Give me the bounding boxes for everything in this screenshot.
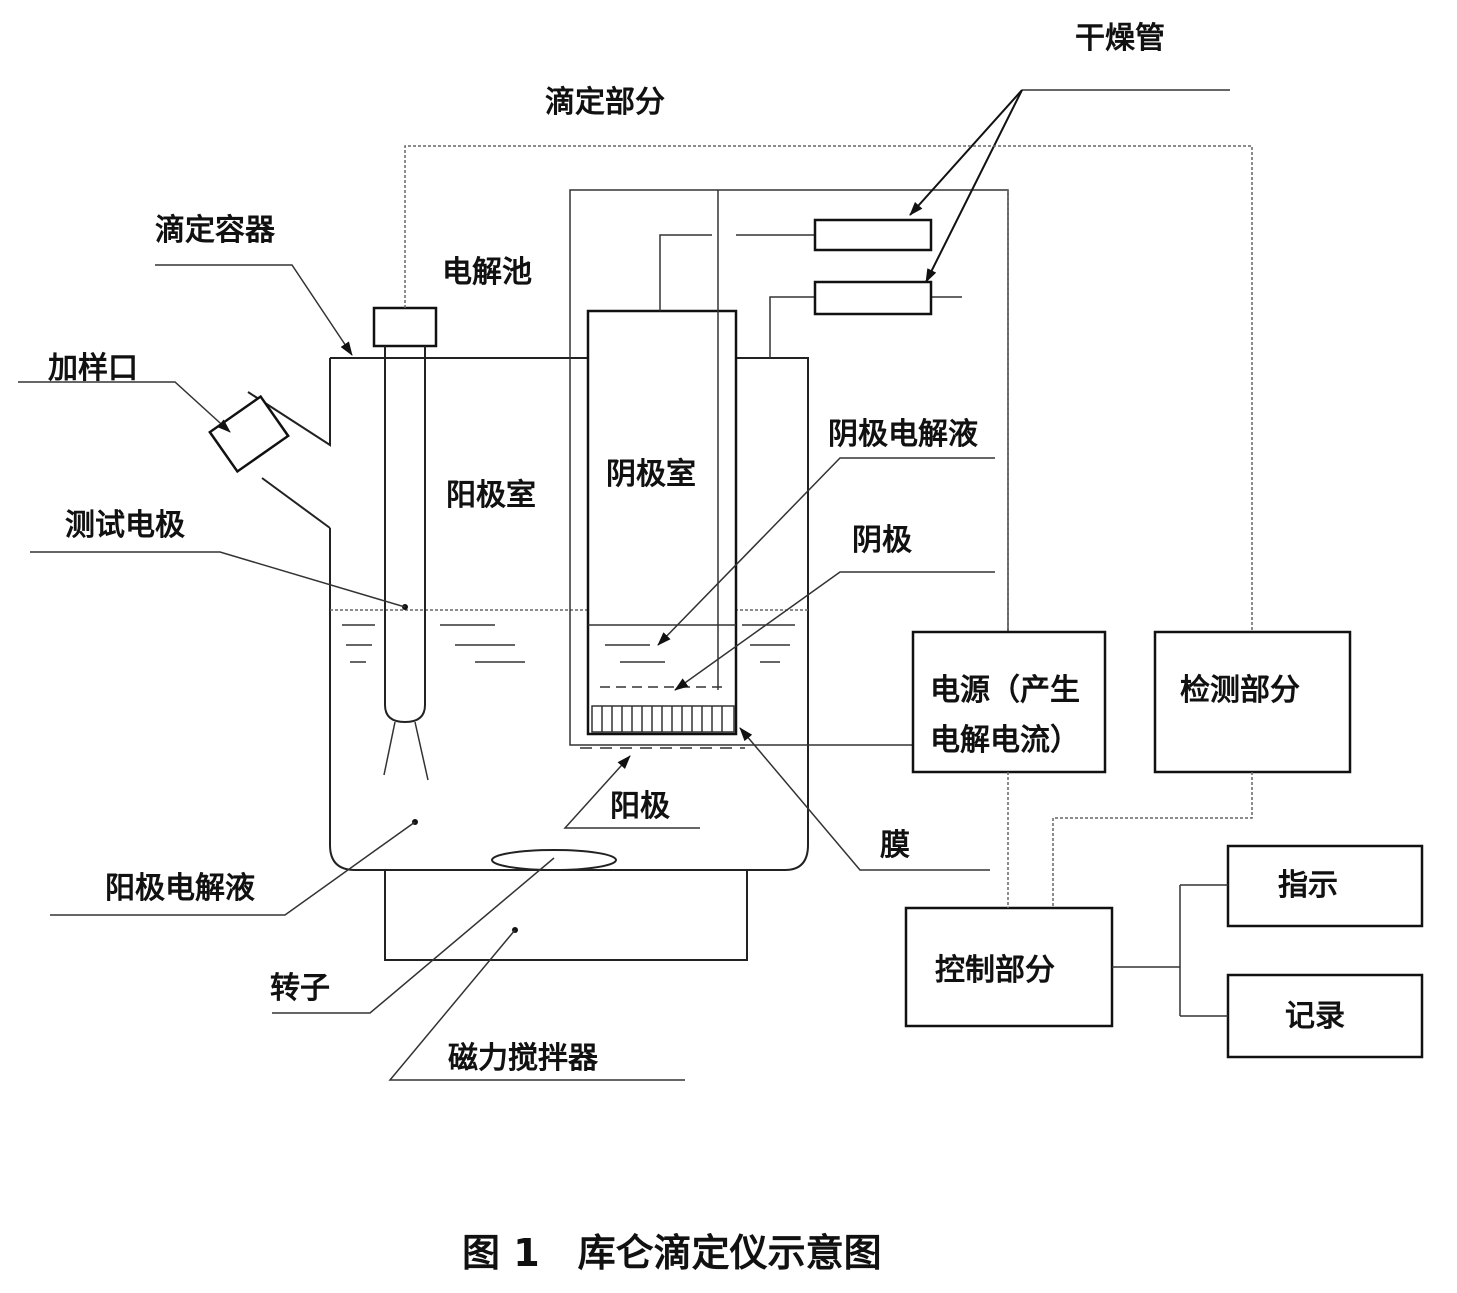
test-electrode-leader	[30, 551, 406, 608]
drying-tube-pipe-2	[769, 296, 962, 358]
drying-tube-2	[813, 280, 933, 316]
electrode-to-detection-wire	[404, 145, 1253, 632]
label-indicator: 指示	[1278, 868, 1338, 903]
cathode-electrolyte-leader	[657, 457, 995, 646]
rotor	[491, 849, 617, 871]
record-box	[1226, 973, 1424, 1059]
sample-port-leader	[18, 381, 231, 433]
label-anode: 阳极	[610, 789, 670, 824]
label-electrolytic-cell: 电解池	[442, 255, 532, 290]
detection-part-box	[1153, 630, 1352, 774]
membrane-leader	[739, 727, 990, 871]
power-supply-box	[911, 630, 1107, 774]
drying-tube-arrow-1	[909, 89, 1023, 216]
cathode-chamber	[586, 309, 738, 736]
label-power-supply-2: 电解电流）	[930, 723, 1080, 758]
label-detection-part: 检测部分	[1180, 673, 1300, 708]
test-electrode-tips	[383, 721, 429, 781]
membrane-grid	[591, 705, 735, 733]
label-membrane: 膜	[880, 828, 910, 863]
label-titration-part: 滴定部分	[545, 85, 665, 120]
sample-port-cap	[208, 394, 290, 474]
label-record: 记录	[1285, 999, 1345, 1034]
indicator-box	[1226, 844, 1424, 928]
label-power-supply-1: 电源（产生	[930, 673, 1080, 708]
label-cathode-chamber: 阴极室	[606, 457, 696, 492]
label-sample-port: 加样口	[48, 351, 138, 386]
label-anode-chamber: 阳极室	[446, 478, 536, 513]
label-cathode: 阴极	[852, 523, 912, 558]
test-electrode-tube	[384, 346, 426, 724]
cathode-liquid-hatches	[600, 644, 725, 688]
detection-to-control-wire	[1052, 772, 1253, 908]
label-anode-electrolyte: 阳极电解液	[105, 871, 255, 906]
vessel-body	[247, 357, 809, 871]
rotor-leader	[272, 857, 555, 1014]
label-control-part: 控制部分	[935, 953, 1055, 988]
stirrer-leader	[388, 929, 685, 1081]
anode-leader	[563, 755, 700, 829]
label-test-electrode: 测试电极	[65, 508, 185, 543]
control-part-box	[904, 906, 1114, 1028]
anode-liquid-hatches	[342, 624, 795, 663]
drying-tube-pipe-1	[659, 234, 815, 311]
drying-tube-1	[813, 218, 933, 252]
label-rotor: 转子	[270, 971, 330, 1006]
label-titration-vessel: 滴定容器	[155, 213, 276, 248]
label-magnetic-stirrer: 磁力搅拌器	[448, 1041, 599, 1076]
figure-caption: 图 1 库仑滴定仪示意图	[462, 1231, 882, 1275]
cathode-leader	[674, 571, 995, 691]
control-to-output-wires	[1112, 884, 1228, 1017]
titration-vessel-leader	[155, 264, 353, 356]
magnetic-stirrer	[384, 869, 748, 961]
anode-electrolyte-leader	[50, 821, 416, 916]
label-cathode-electrolyte: 阴极电解液	[828, 417, 978, 452]
label-drying-tube: 干燥管	[1075, 21, 1165, 56]
test-electrode-cap	[372, 306, 438, 348]
drying-tube-arrow-2	[925, 89, 1023, 283]
